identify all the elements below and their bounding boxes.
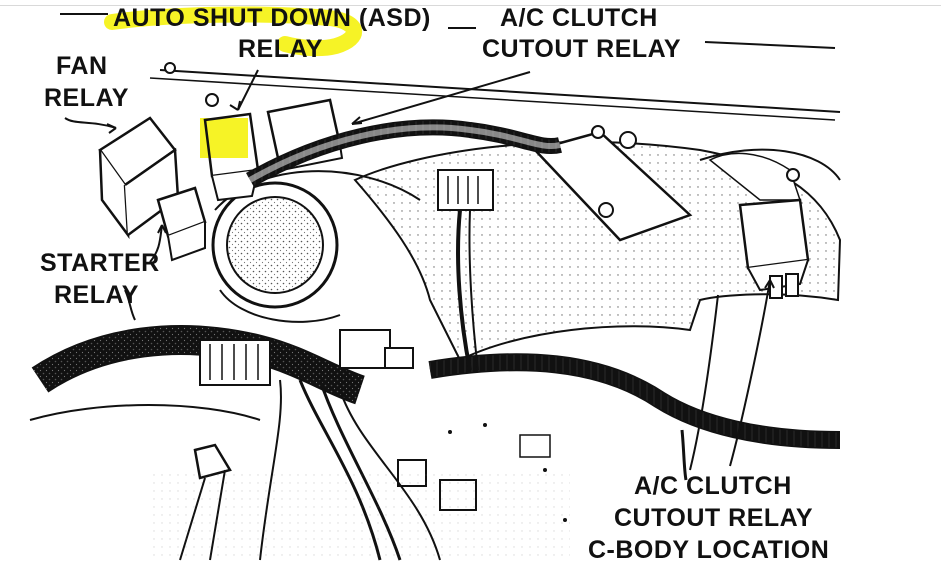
label-asd-line2: RELAY [238, 35, 323, 63]
label-ac-bottom-line1: A/C CLUTCH [634, 472, 792, 500]
asd-highlight-stroke [104, 6, 362, 57]
hood-edge [159, 69, 841, 113]
label-ac-top-line1: A/C CLUTCH [500, 4, 658, 32]
connector-block [437, 169, 494, 211]
air-intake [211, 170, 421, 323]
label-fan-line1: FAN [56, 52, 108, 80]
module-box [532, 125, 693, 242]
label-ac-bottom-line2: CUTOUT RELAY [614, 504, 814, 532]
label-starter-line1: STARTER [40, 249, 160, 277]
label-ac-bottom-line3: C-BODY LOCATION [588, 536, 830, 564]
top-border-line [0, 5, 941, 6]
label-fan-line2: RELAY [44, 84, 129, 112]
label-starter-line2: RELAY [54, 281, 139, 309]
label-ac-top-line2: CUTOUT RELAY [482, 35, 682, 63]
fan-relay [98, 116, 180, 240]
ac-relay-right [738, 198, 810, 299]
wiring-harness-lower [428, 353, 841, 449]
leader-lines [64, 69, 775, 471]
starter-relay [156, 186, 207, 262]
label-asd-line1: AUTO SHUT DOWN (ASD) [113, 4, 431, 32]
